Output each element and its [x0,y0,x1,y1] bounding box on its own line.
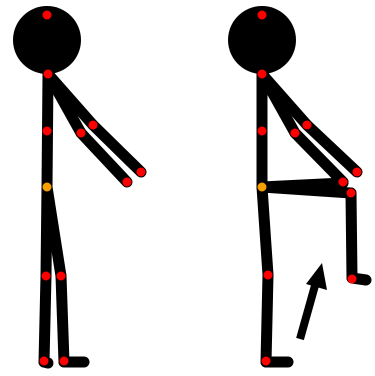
figure1-neck-marker [44,70,53,79]
figure2-elbow-b-marker [291,129,300,138]
figure2-raised-ankle-marker [348,275,357,284]
figure1-left-shin [44,276,46,362]
figure1-limbs [44,74,141,363]
figure1-elbow-b-marker [77,129,86,138]
figure2-standing-ankle-marker [262,357,271,366]
figure1-right-ankle-marker [60,357,69,366]
figure1-right-shin [61,276,64,362]
arrow-shaft [300,282,316,339]
figure1-right-knee-marker [57,272,66,281]
figure2-head-top-marker [258,11,267,20]
figure2-raised-knee-marker [347,189,356,198]
figure2-raised-thigh-edge [262,187,351,193]
arrow-head [306,263,327,290]
figure1-left-knee-marker [42,272,51,281]
figure1-wrist-b-marker [123,178,132,187]
stick-figure-standing [13,6,146,366]
figure2-wrist-b-marker [339,178,348,187]
figure2-limbs [262,74,366,362]
figure2-elbow-a-marker [303,121,312,130]
figure2-neck-marker [258,70,267,79]
up-arrow-icon [300,263,327,339]
figure1-elbow-a-marker [89,121,98,130]
figure2-standing-shin [266,275,268,362]
figure2-wrist-a-marker [353,168,362,177]
figure1-head-top-marker [43,11,52,20]
stick-figure-knee-raised [228,6,366,366]
figure1-chest-marker [43,127,52,136]
figure1-hip-marker [43,183,52,192]
figure1-wrist-a-marker [137,168,146,177]
figure2-standing-thigh [262,187,268,275]
figure2-standing-knee-marker [264,271,273,280]
figure2-chest-marker [258,127,267,136]
figure2-hip-marker [258,183,267,192]
figure2-raised-shin [351,193,352,278]
figure1-left-ankle-marker [40,357,49,366]
